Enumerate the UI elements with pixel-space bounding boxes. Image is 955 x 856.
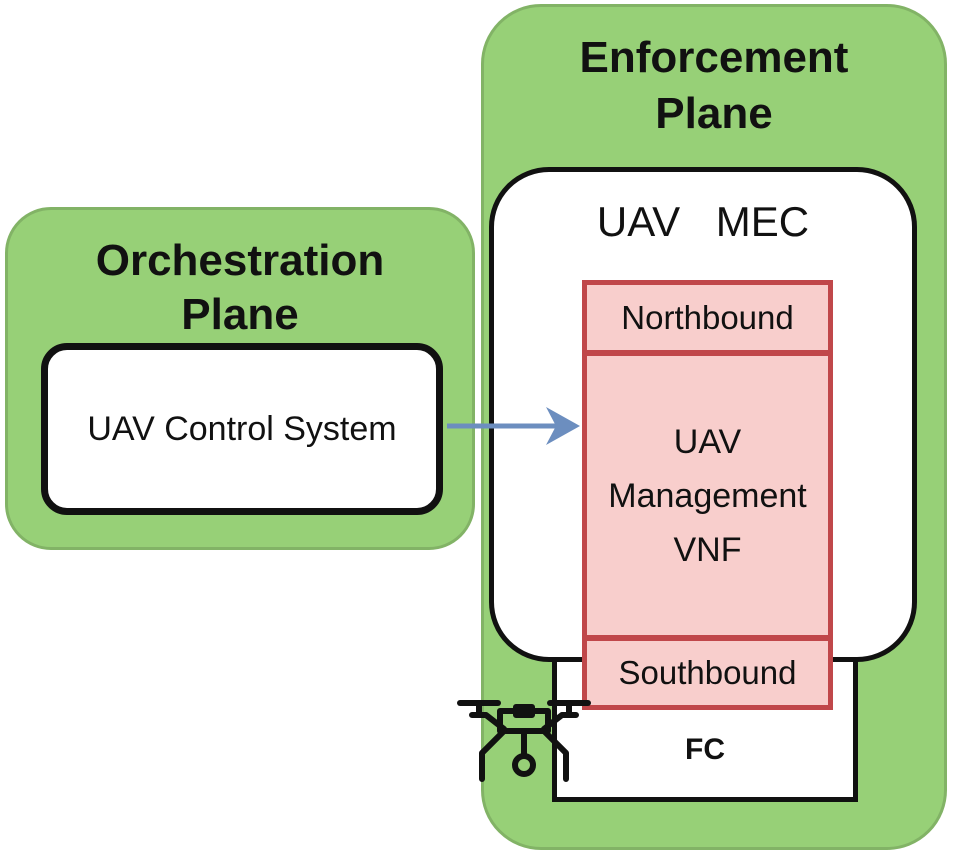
uav-mec-label: UAV MEC: [596, 198, 810, 245]
northbound-label: Northbound: [621, 298, 794, 336]
enforcement-plane-title-line2: Plane: [655, 89, 773, 138]
uav-management-vnf-box: UAV Management VNF: [582, 351, 833, 640]
southbound-label: Southbound: [618, 654, 797, 691]
vnf-label-line2: Management: [608, 476, 807, 515]
orchestration-plane-title-line1: Orchestration: [95, 236, 385, 285]
vnf-label-line3: VNF: [673, 530, 742, 569]
enforcement-plane-title: Enforcement Plane: [481, 30, 947, 142]
orchestration-plane-title: Orchestration Plane: [5, 234, 475, 342]
orchestration-plane-title-line2: Plane: [181, 290, 299, 339]
vnf-label-line1: UAV: [673, 422, 742, 461]
drone-icon: [457, 700, 591, 782]
uav-control-system-label: UAV Control System: [87, 409, 397, 448]
northbound-interface: Northbound: [582, 280, 833, 355]
uav-control-system-box: UAV Control System: [41, 343, 443, 515]
fc-label: FC: [685, 733, 725, 766]
enforcement-plane-title-line1: Enforcement: [579, 33, 849, 82]
southbound-interface: Southbound: [582, 636, 833, 710]
